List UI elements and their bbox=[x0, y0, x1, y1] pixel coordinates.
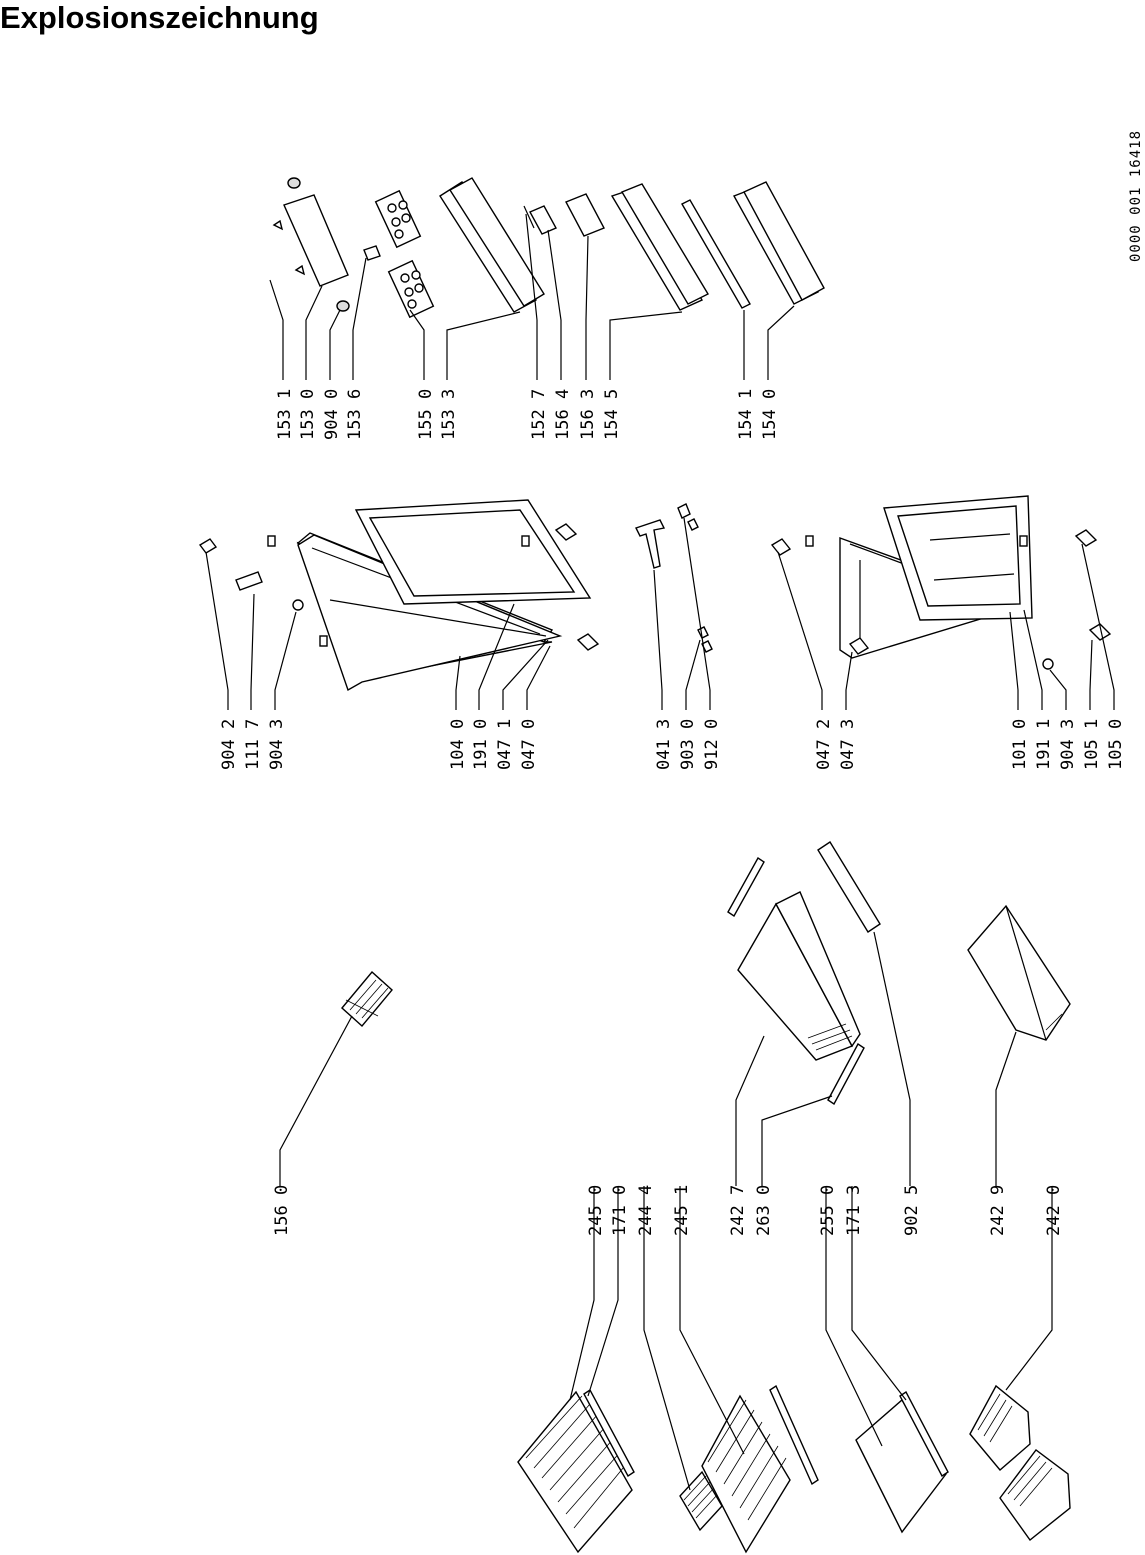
label-912-0: 912 0 bbox=[702, 719, 722, 770]
label-047-3: 047 3 bbox=[838, 719, 858, 770]
label-904-3-b: 904 3 bbox=[1058, 719, 1078, 770]
door-bins-labels: 153 1 153 0 904 0 153 6 155 0 153 3 152 … bbox=[275, 389, 780, 440]
doors-parts bbox=[198, 495, 1115, 710]
label-242-9: 242 9 bbox=[988, 1185, 1008, 1236]
label-245-1: 245 1 bbox=[672, 1185, 692, 1236]
label-156-0: 156 0 bbox=[272, 1185, 292, 1236]
label-156-3: 156 3 bbox=[578, 389, 598, 440]
label-904-3-a: 904 3 bbox=[267, 719, 287, 770]
label-242-7: 242 7 bbox=[728, 1185, 748, 1236]
label-255-0: 255 0 bbox=[818, 1185, 838, 1236]
label-242-0: 242 0 bbox=[1044, 1185, 1064, 1236]
label-263-0: 263 0 bbox=[754, 1185, 774, 1236]
label-105-0: 105 0 bbox=[1106, 719, 1126, 770]
label-154-0: 154 0 bbox=[760, 389, 780, 440]
label-041-3: 041 3 bbox=[654, 719, 674, 770]
document-number: 0000 001 16418 bbox=[1128, 130, 1144, 262]
label-153-6: 153 6 bbox=[345, 389, 365, 440]
page-title: Explosionszeichnung bbox=[0, 0, 319, 35]
label-153-1: 153 1 bbox=[275, 389, 295, 440]
label-902-5: 902 5 bbox=[902, 1185, 922, 1236]
door-bins-parts bbox=[269, 177, 825, 380]
label-903-0: 903 0 bbox=[678, 719, 698, 770]
label-904-2: 904 2 bbox=[219, 719, 239, 770]
label-156-4: 156 4 bbox=[553, 389, 573, 440]
interior-labels: 156 0 245 0 171 0 244 4 245 1 242 7 263 … bbox=[272, 1185, 1064, 1236]
label-171-3: 171 3 bbox=[844, 1185, 864, 1236]
label-111-7: 111 7 bbox=[243, 719, 263, 770]
label-154-1: 154 1 bbox=[736, 389, 756, 440]
label-153-3: 153 3 bbox=[439, 389, 459, 440]
label-153-0: 153 0 bbox=[298, 389, 318, 440]
label-244-4: 244 4 bbox=[636, 1185, 656, 1236]
label-152-7: 152 7 bbox=[529, 389, 549, 440]
label-191-0: 191 0 bbox=[471, 719, 491, 770]
label-105-1: 105 1 bbox=[1082, 719, 1102, 770]
label-155-0: 155 0 bbox=[416, 389, 436, 440]
interior-parts bbox=[279, 841, 1071, 1554]
label-047-1: 047 1 bbox=[495, 719, 515, 770]
label-904-0: 904 0 bbox=[322, 389, 342, 440]
label-104-0: 104 0 bbox=[448, 719, 468, 770]
label-171-0: 171 0 bbox=[610, 1185, 630, 1236]
label-047-0: 047 0 bbox=[519, 719, 539, 770]
label-154-5: 154 5 bbox=[602, 389, 622, 440]
label-101-0: 101 0 bbox=[1010, 719, 1030, 770]
label-245-0: 245 0 bbox=[586, 1185, 606, 1236]
doors-labels: 904 2 111 7 904 3 104 0 191 0 047 1 047 … bbox=[219, 719, 1126, 770]
label-191-1: 191 1 bbox=[1034, 719, 1054, 770]
label-047-2: 047 2 bbox=[814, 719, 834, 770]
